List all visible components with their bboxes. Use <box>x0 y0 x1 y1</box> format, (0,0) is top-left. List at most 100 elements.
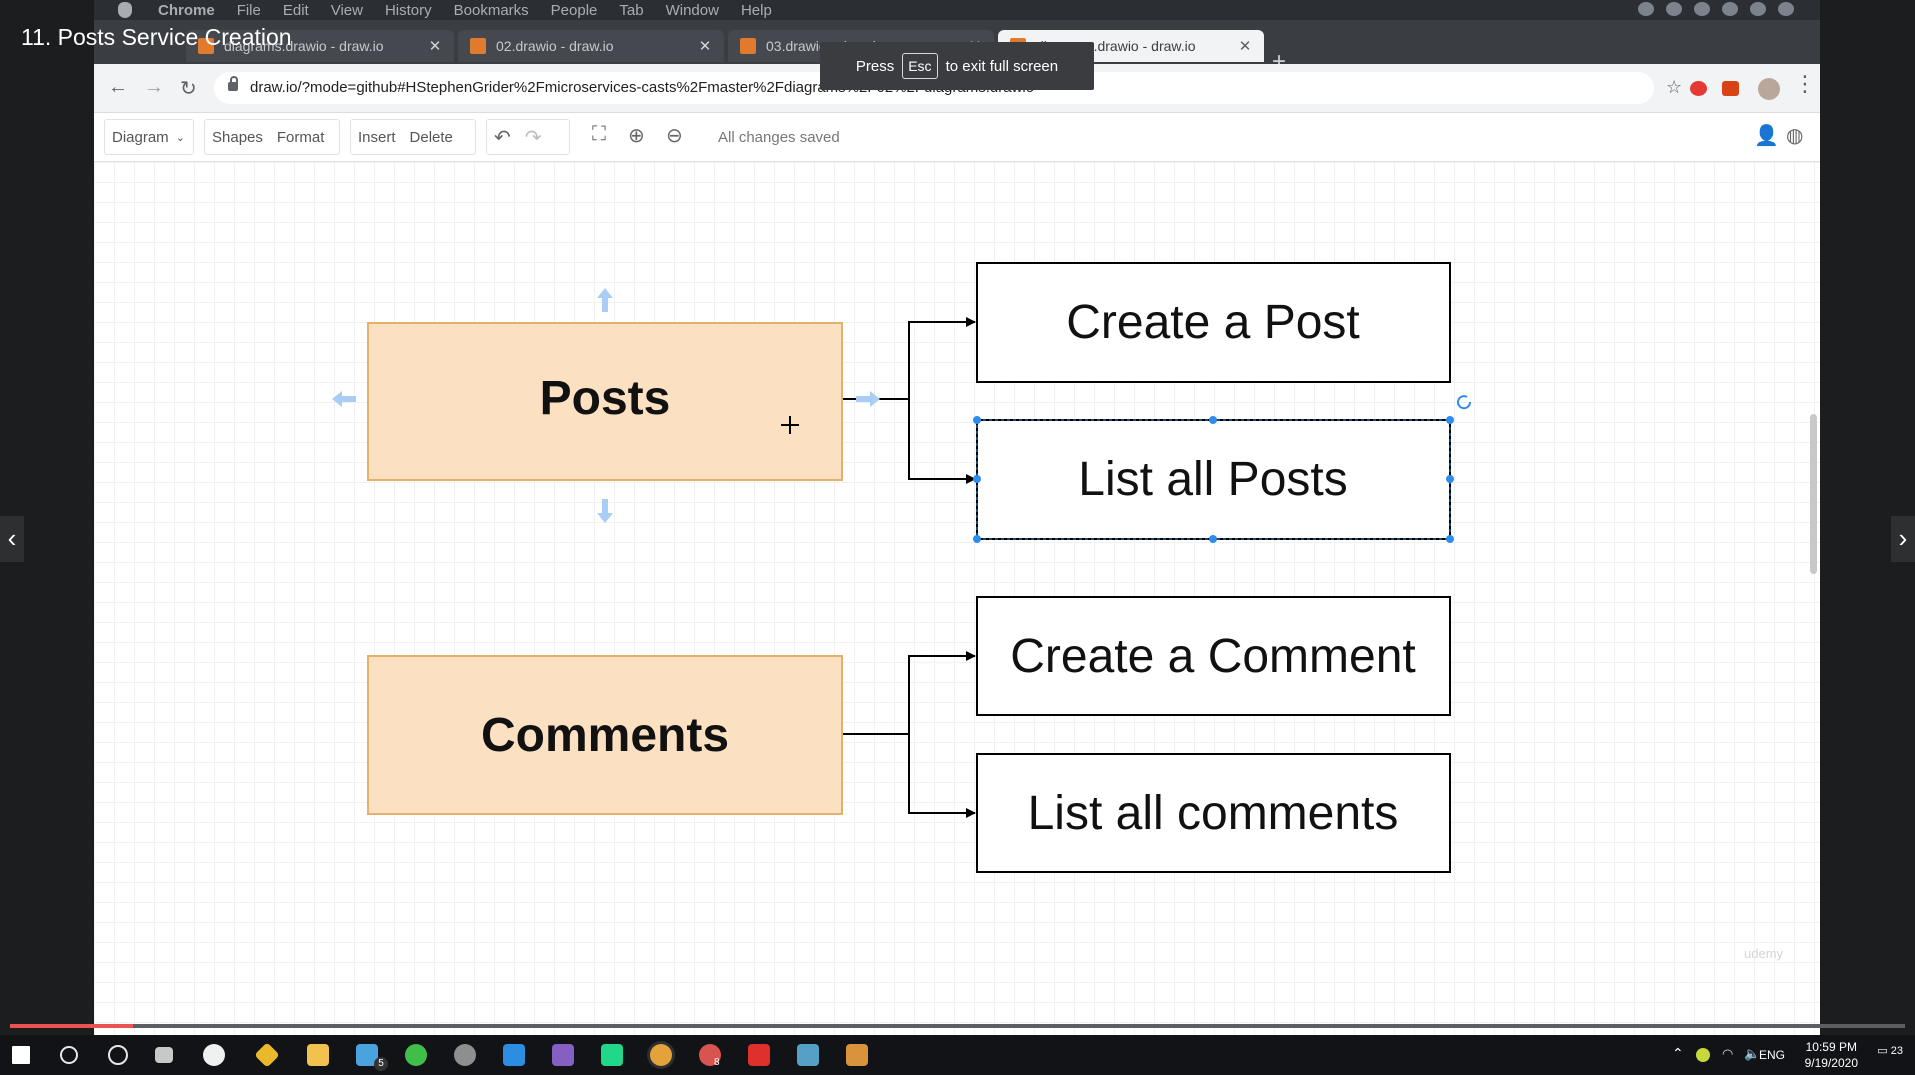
udemy-watermark: udemy <box>1744 946 1784 961</box>
app-icon[interactable] <box>699 1044 721 1066</box>
create-comment-node[interactable]: Create a Comment <box>976 596 1451 716</box>
notification-center-icon[interactable]: ▭ 23 <box>1877 1045 1903 1057</box>
apple-icon <box>118 2 132 18</box>
tray-chevron-up-icon[interactable]: ⌃ <box>1672 1045 1684 1061</box>
reload-icon[interactable]: ↻ <box>180 78 197 100</box>
globe-icon[interactable]: ◍ <box>1786 125 1804 147</box>
drawio-favicon-icon <box>470 38 486 54</box>
fit-fullscreen-icon[interactable]: ⛶ <box>592 123 606 145</box>
system-clock[interactable]: 10:59 PM 9/19/2020 <box>1805 1039 1858 1071</box>
app-icon[interactable] <box>797 1044 819 1066</box>
video-progress-fill <box>10 1024 134 1028</box>
chrome-icon[interactable] <box>650 1044 672 1066</box>
delete-button[interactable]: Delete <box>409 128 453 146</box>
app-icon[interactable] <box>203 1044 225 1066</box>
close-tab-icon[interactable]: ✕ <box>698 38 712 55</box>
vscode-icon[interactable] <box>503 1044 525 1066</box>
volume-icon[interactable]: 🔈 <box>1744 1046 1761 1061</box>
search-icon[interactable] <box>60 1046 78 1064</box>
create-post-node[interactable]: Create a Post <box>976 262 1451 383</box>
acrobat-icon[interactable] <box>748 1044 770 1066</box>
drawio-favicon-icon <box>740 38 756 54</box>
resize-handle <box>1446 416 1454 424</box>
drawio-favicon-icon <box>198 38 214 54</box>
close-tab-icon[interactable]: ✕ <box>428 38 442 55</box>
drawio-canvas[interactable]: Posts Create a Post List all Posts <box>94 162 1820 1035</box>
diagram-menu-label: Diagram <box>112 128 169 146</box>
forward-arrow-icon[interactable]: → <box>144 76 164 98</box>
browser-tab[interactable]: diagrams.drawio - draw.io ✕ <box>186 30 454 62</box>
extension-icon[interactable] <box>1722 81 1739 96</box>
windows-start-icon[interactable] <box>12 1046 30 1064</box>
app-icon[interactable] <box>454 1044 476 1066</box>
video-frame: Chrome File Edit View History Bookmarks … <box>94 0 1820 1035</box>
opera-extension-icon[interactable] <box>1690 81 1707 96</box>
comments-service-node[interactable]: Comments <box>367 655 843 815</box>
create-post-label: Create a Post <box>1066 296 1359 349</box>
redo-icon[interactable]: ↷ <box>524 126 542 149</box>
notice-rest: to exit full screen <box>945 57 1059 75</box>
notification-count: 23 <box>1890 1045 1903 1057</box>
network-icon[interactable]: ◠ <box>1722 1046 1734 1061</box>
tray-icon <box>1694 2 1710 16</box>
wechat-icon[interactable] <box>405 1044 427 1066</box>
cortana-icon[interactable] <box>108 1045 128 1065</box>
menu-app-name: Chrome <box>158 1 215 19</box>
profile-avatar[interactable] <box>1758 78 1780 100</box>
posts-hover-arrows[interactable] <box>332 288 880 523</box>
video-progress-bar[interactable] <box>10 1024 1905 1028</box>
save-status: All changes saved <box>718 129 840 146</box>
menu-bookmarks: Bookmarks <box>453 1 529 19</box>
input-language[interactable]: ENG <box>1758 1048 1785 1062</box>
app-badge: 8 <box>714 1057 720 1068</box>
resize-handle <box>973 416 981 424</box>
diagram-menu[interactable]: Diagram ⌄ <box>104 119 194 155</box>
zoom-out-icon[interactable]: ⊖ <box>666 125 683 147</box>
next-lecture-button[interactable]: › <box>1891 516 1915 562</box>
selection-handles[interactable] <box>973 395 1472 543</box>
battery-icon <box>1750 2 1766 16</box>
drawio-toolbar: Diagram ⌄ Shapes Format Insert Delete ↶ … <box>94 113 1820 162</box>
diagram-svg: Posts Create a Post List all Posts <box>332 262 1472 873</box>
pycharm-icon[interactable] <box>601 1044 623 1066</box>
search-icon <box>1778 2 1794 16</box>
tray-icon <box>1638 2 1654 16</box>
back-arrow-icon[interactable]: ← <box>108 76 128 98</box>
app-icon[interactable] <box>846 1044 868 1066</box>
browser-tab-title: 02.drawio - draw.io <box>496 38 614 54</box>
insert-button[interactable]: Insert <box>358 128 396 146</box>
create-comment-label: Create a Comment <box>1010 630 1416 683</box>
browser-tab[interactable]: 02.drawio - draw.io ✕ <box>458 30 724 62</box>
list-comments-node[interactable]: List all comments <box>976 753 1451 873</box>
posts-label: Posts <box>540 372 671 425</box>
zoom-in-icon[interactable]: ⊕ <box>628 125 645 147</box>
resize-handle <box>1209 535 1217 543</box>
tray-app-icon[interactable] <box>1696 1048 1710 1062</box>
list-posts-node[interactable]: List all Posts <box>976 419 1451 540</box>
git-icon[interactable] <box>254 1042 280 1068</box>
file-explorer-icon[interactable] <box>307 1044 329 1066</box>
mail-icon[interactable] <box>356 1044 378 1066</box>
undo-redo-group: ↶ ↷ <box>486 119 570 155</box>
undo-icon[interactable]: ↶ <box>494 126 511 149</box>
list-comments-label: List all comments <box>1028 787 1399 840</box>
previous-lecture-button[interactable]: ‹ <box>0 516 24 562</box>
close-tab-icon[interactable]: ✕ <box>1238 38 1252 55</box>
menubar-tray <box>1638 2 1794 16</box>
hover-arrow-down-icon <box>597 499 613 523</box>
canvas-scrollbar[interactable] <box>1810 414 1817 574</box>
user-icon[interactable]: 👤 <box>1754 125 1779 147</box>
lock-icon <box>228 76 238 91</box>
connector-comments[interactable] <box>842 651 976 818</box>
hover-arrow-up-icon <box>597 288 613 312</box>
list-posts-label: List all Posts <box>1078 453 1347 506</box>
task-view-icon[interactable] <box>155 1047 173 1063</box>
format-button[interactable]: Format <box>276 128 325 146</box>
visual-studio-icon[interactable] <box>552 1044 574 1066</box>
posts-service-node[interactable]: Posts <box>367 322 843 481</box>
bookmark-star-icon[interactable]: ☆ <box>1666 77 1683 97</box>
browser-tab-strip: diagrams.drawio - draw.io ✕ 02.drawio - … <box>94 20 1820 74</box>
shapes-button[interactable]: Shapes <box>212 128 263 146</box>
menu-tab: Tab <box>619 1 644 19</box>
browser-menu-icon[interactable]: ⋮ <box>1794 71 1816 96</box>
